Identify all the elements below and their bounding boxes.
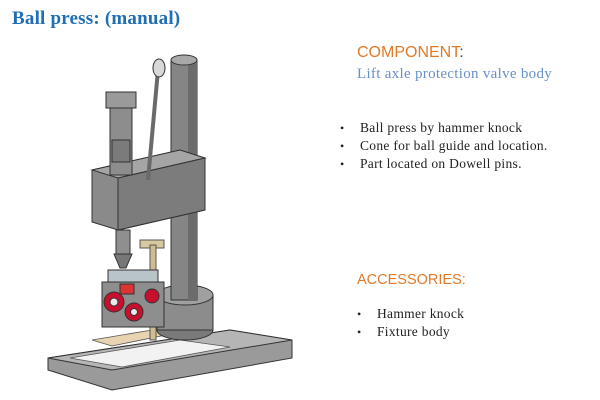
ball-press-illustration (47, 54, 293, 391)
feature-item: Part located on Dowell pins. (338, 155, 548, 173)
component-heading-text: COMPONENT (357, 44, 460, 61)
accessories-heading: ACCESSORIES: (357, 272, 466, 288)
accessory-item: Fixture body (355, 323, 464, 341)
component-heading: COMPONENT: (357, 44, 464, 62)
feature-item: Cone for ball guide and location. (338, 137, 548, 155)
slide-title: Ball press: (manual) (12, 8, 181, 29)
accessories-list: Hammer knock Fixture body (355, 305, 464, 341)
accessory-item: Hammer knock (355, 305, 464, 323)
feature-item: Ball press by hammer knock (338, 119, 548, 137)
component-name: Lift axle protection valve body (357, 66, 553, 82)
component-heading-colon: : (459, 44, 464, 61)
feature-list: Ball press by hammer knock Cone for ball… (338, 119, 548, 173)
